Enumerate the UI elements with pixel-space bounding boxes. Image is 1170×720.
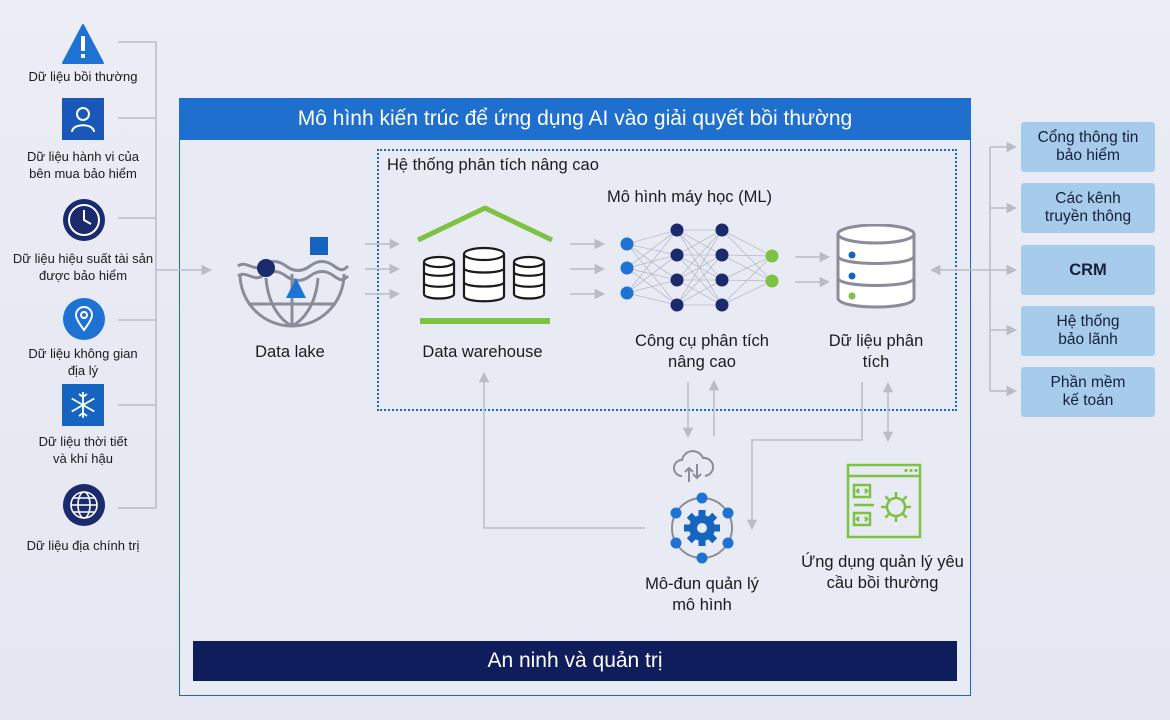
model-management-gear-icon — [670, 492, 734, 564]
nn-edge — [721, 255, 773, 306]
model-module-label: Mô-đun quản lý mô hình — [645, 575, 759, 614]
data-warehouse-label: Data warehouse — [422, 343, 543, 361]
nn-node — [715, 298, 729, 312]
output-crm: CRM — [1021, 245, 1155, 295]
nn-node — [670, 298, 684, 312]
source-asset-performance: Dữ liệu hiệu suất tài sản được bảo hiểm — [12, 251, 154, 283]
output-underwriting-system: Hệ thống bảo lãnh — [1021, 306, 1155, 356]
source-geospatial: Dữ liệu không gian địa lý — [28, 346, 138, 378]
nn-node — [620, 261, 634, 275]
nn-edge — [676, 229, 723, 256]
nn-node — [715, 223, 729, 237]
advanced-analytics-system-box — [377, 149, 957, 411]
person-icon — [62, 98, 104, 140]
nn-node — [670, 248, 684, 262]
globe-icon — [62, 483, 106, 527]
nn-edge — [626, 292, 678, 306]
output-insurance-portal: Cổng thông tin bảo hiểm — [1021, 122, 1155, 172]
nn-edge — [626, 254, 678, 294]
clock-icon — [62, 198, 106, 242]
nn-node — [670, 273, 684, 287]
security-governance-bar: An ninh và quản trị — [193, 641, 957, 681]
claims-app-window-icon — [846, 463, 922, 539]
nn-edge — [721, 255, 773, 281]
advanced-system-label: Hệ thống phân tích nâng cao — [387, 156, 599, 174]
nn-edge — [676, 229, 723, 306]
source-weather-climate: Dữ liệu thời tiết và khí hậu — [38, 434, 128, 466]
source-policyholder-behavior: Dữ liệu hành vi của bên mua bảo hiểm — [26, 149, 140, 181]
nn-node — [765, 249, 779, 263]
nn-edge — [721, 254, 773, 257]
diagram-title: Mô hình kiến trúc để ứng dụng AI vào giả… — [179, 98, 971, 140]
source-claims-data: Dữ liệu bồi thường — [28, 69, 138, 84]
nn-edge — [626, 229, 678, 269]
nn-node — [765, 274, 779, 288]
nn-edge — [721, 229, 773, 257]
nn-edge — [676, 254, 723, 306]
nn-edge — [676, 279, 723, 306]
analytics-tools-label: Công cụ phân tích nâng cao — [635, 332, 769, 371]
nn-edge — [626, 229, 678, 245]
output-communication-channels: Các kênh truyền thông — [1021, 183, 1155, 233]
data-lake-icon — [237, 237, 350, 328]
ml-model-label: Mô hình máy học (ML) — [607, 188, 773, 206]
data-lake-label: Data lake — [255, 343, 325, 361]
data-warehouse-icon — [416, 205, 554, 324]
neural-network-icon — [620, 223, 779, 312]
nn-edge — [721, 280, 773, 306]
claims-app-label: Ứng dụng quản lý yêu cầu bồi thường — [801, 553, 964, 592]
nn-node — [620, 237, 634, 251]
analytics-database-icon — [836, 224, 916, 309]
output-accounting-software: Phần mềm kế toán — [1021, 367, 1155, 417]
snowflake-icon — [62, 384, 104, 426]
nn-edge — [626, 229, 678, 294]
nn-node — [715, 248, 729, 262]
nn-edge — [626, 279, 678, 294]
location-pin-icon — [62, 297, 106, 341]
warning-icon — [61, 22, 105, 66]
nn-node — [715, 273, 729, 287]
source-geopolitical: Dữ liệu địa chính trị — [26, 538, 140, 553]
analytics-data-label: Dữ liệu phân tích — [828, 332, 924, 371]
nn-node — [670, 223, 684, 237]
nn-node — [620, 286, 634, 300]
cloud-sync-icon — [673, 450, 714, 482]
nn-edge — [676, 229, 723, 281]
